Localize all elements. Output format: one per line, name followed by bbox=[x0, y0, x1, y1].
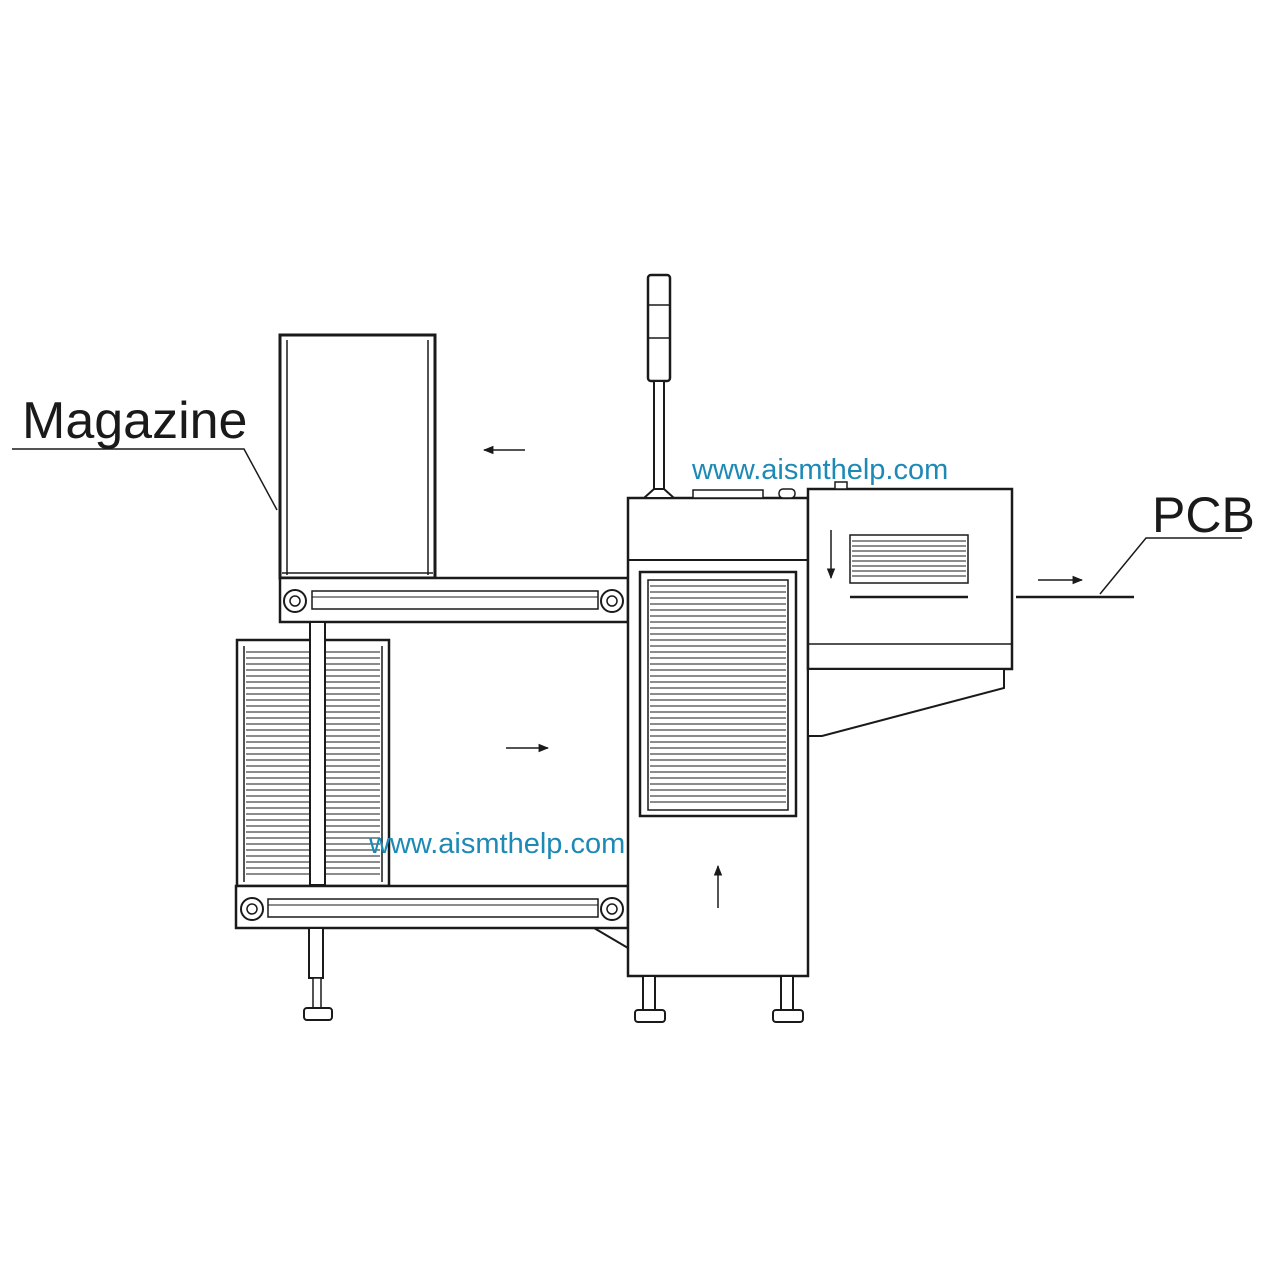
upper-conveyor bbox=[278, 576, 630, 624]
lower-conveyor bbox=[234, 884, 630, 949]
watermark-text: www.aismthelp.com bbox=[691, 454, 948, 486]
lift-body bbox=[626, 488, 810, 978]
watermark-text: www.aismthelp.com bbox=[368, 828, 625, 860]
signal-tower bbox=[641, 273, 677, 499]
output-unit bbox=[806, 481, 1014, 737]
support-post bbox=[309, 621, 326, 886]
magazine-label: Magazine bbox=[22, 392, 247, 450]
magazine-callout: Magazine bbox=[12, 392, 278, 511]
main-feet bbox=[634, 975, 804, 1023]
pcb-label: PCB bbox=[1152, 487, 1255, 543]
lift-magazine-slots bbox=[650, 585, 786, 803]
output-pcb-stack bbox=[852, 540, 966, 577]
flow-arrows bbox=[482, 445, 1084, 908]
left-foot bbox=[303, 927, 333, 1021]
pcb-callout: PCB bbox=[1099, 487, 1255, 595]
upper-magazine bbox=[278, 333, 437, 580]
magazine-slots bbox=[246, 651, 380, 875]
